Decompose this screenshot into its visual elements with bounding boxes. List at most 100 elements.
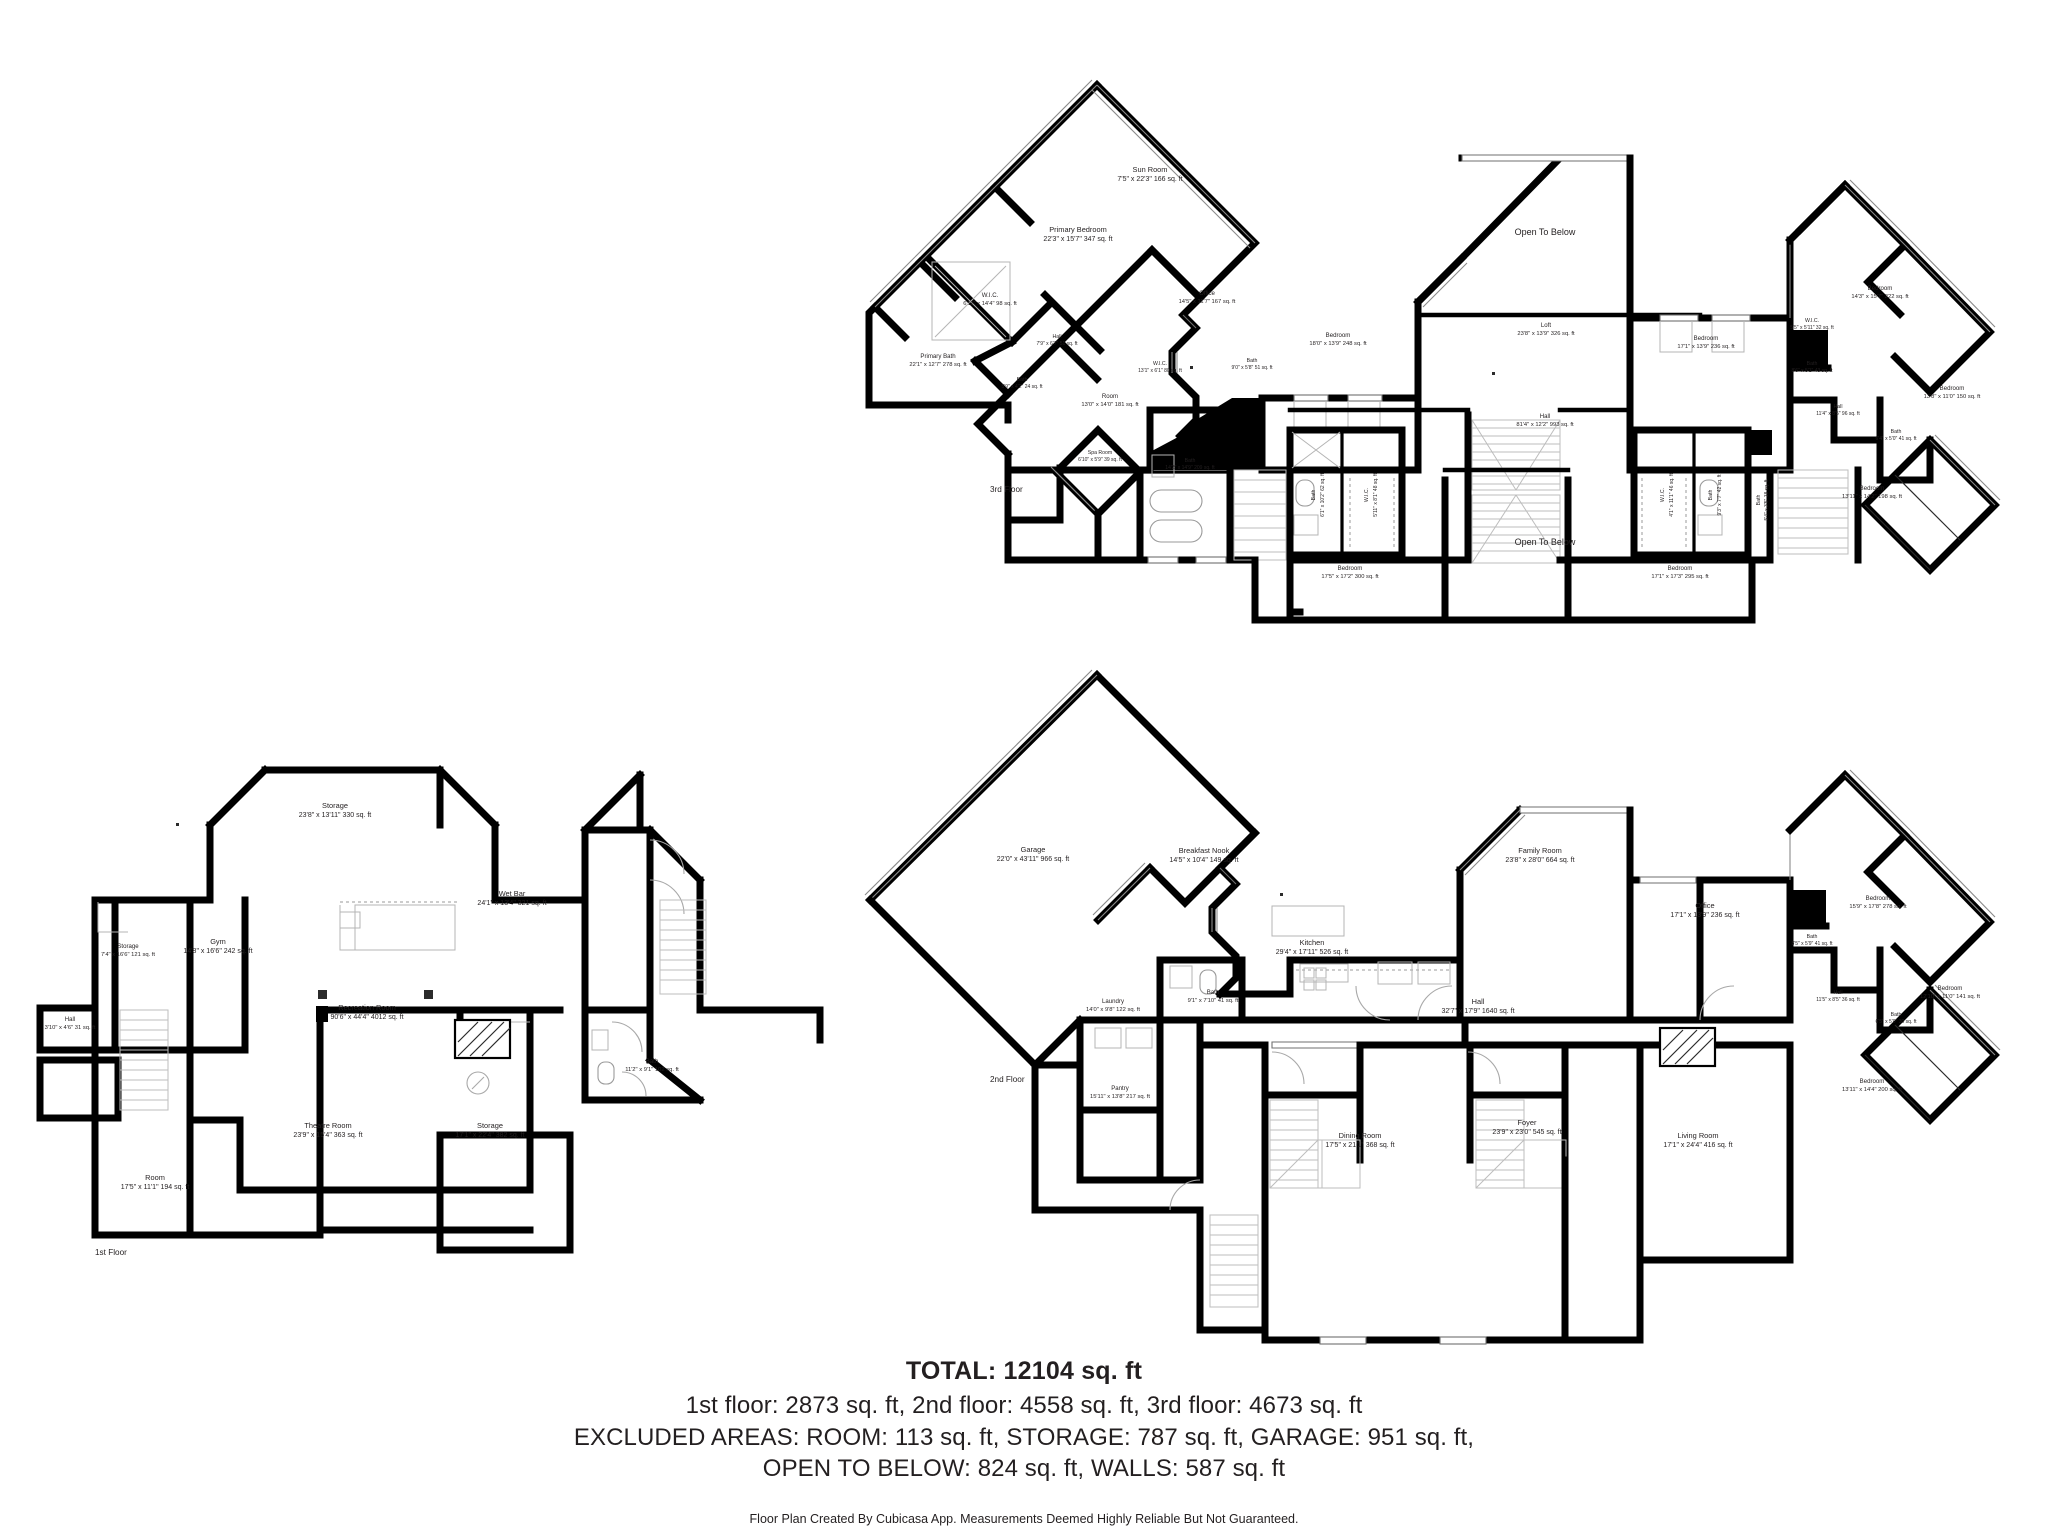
room-label-loft: Loft — [1541, 322, 1551, 329]
excluded-areas-line-1: EXCLUDED AREAS: ROOM: 113 sq. ft, STORAG… — [573, 1423, 1475, 1451]
room-dims-breakfast-nook: 14'5" x 10'4" 149 sq. ft — [1169, 857, 1238, 864]
room-dims-wic-primary: 6'11" x 14'4" 98 sq. ft — [963, 301, 1017, 307]
room-dims-spa-room: 6'10" x 5'9" 39 sq. ft — [1078, 457, 1122, 463]
room-label-foyer: Foyer — [1518, 1118, 1537, 1127]
room-label-bedroom-3f-f: Bedroom — [1338, 565, 1363, 572]
room-label-bath-1f: Bath — [646, 1058, 659, 1065]
room-label-primary-bedroom: Primary Bedroom — [1049, 225, 1107, 234]
room-label-bath-3f-c: Bath — [1891, 429, 1902, 435]
room-dims-bedroom-2f-a: 15'9" x 17'8" 278 sq. ft — [1849, 904, 1907, 910]
room-label-spa-room: Spa Room — [1088, 450, 1113, 456]
room-dims-wic-center-right: 4'1" x 11'1" 46 sq. ft — [1669, 473, 1675, 517]
open-to-below-upper: Open To Below — [1515, 227, 1576, 237]
room-label-wet-bar: Wet Bar — [499, 889, 526, 898]
total-area-label: TOTAL: 12104 sq. ft — [905, 1357, 1143, 1385]
second-floor-geometry — [864, 669, 2001, 1345]
room-dims-bedroom-2f-b: 12'10" x 11'0" 141 sq. ft — [1920, 994, 1980, 1000]
room-label-wic-center-right: W.I.C. — [1660, 488, 1666, 502]
room-label-bath-2f-a: Bath — [1207, 989, 1220, 996]
room-dims-wic-office: 13'1" x 6'1" 80 sq. ft — [1138, 368, 1182, 374]
room-dims-office-3f: 14'5" x 11'7" 167 sq. ft — [1179, 299, 1236, 305]
room-dims-storage-1f-a: 23'8" x 13'11" 330 sq. ft — [299, 812, 372, 819]
room-label-bath-bedroom-3f: Bath — [1247, 358, 1258, 364]
room-label-hall-primary: Hall — [1053, 334, 1062, 340]
room-dims-bath-primary-hall: 5'9" x 4'2" 24 sq. ft — [1001, 384, 1043, 390]
room-dims-loft: 23'8" x 13'9" 326 sq. ft — [1517, 331, 1575, 337]
room-dims-room-3f: 13'0" x 14'0" 181 sq. ft — [1081, 402, 1139, 408]
room-label-bedroom-3f-g: Bedroom — [1668, 565, 1693, 572]
room-dims-foyer: 23'9" x 23'0" 545 sq. ft — [1492, 1129, 1561, 1136]
third-floor-labels: Sun Room 7'5" x 22'3" 166 sq. ft Primary… — [909, 165, 1980, 580]
room-label-kitchen: Kitchen — [1300, 938, 1325, 947]
room-dims-bath-bedroom-3f: 9'0" x 5'8" 51 sq. ft — [1231, 365, 1273, 371]
plan-credit: Floor Plan Created By Cubicasa App. Meas… — [749, 1512, 1299, 1527]
room-label-bath-3f-b: Bath — [1807, 361, 1818, 367]
room-dims-hall-3f-main: 81'4" x 12'2" 993 sq. ft — [1516, 422, 1574, 428]
room-label-hall-2f: Hall — [1472, 997, 1485, 1006]
room-label-wic-office: W.I.C. — [1153, 361, 1167, 367]
room-dims-hall-primary: 7'9" x 6'7" 51 sq. ft — [1036, 341, 1078, 347]
room-dims-recreation-room: 90'6" x 44'4" 4012 sq. ft — [330, 1014, 403, 1021]
room-label-room-3f: Room — [1102, 393, 1118, 400]
room-dims-hall-1f: 3'10" x 4'6" 31 sq. ft — [45, 1025, 96, 1031]
room-dims-bedroom-3f-e: 13'11" x 14'2" 198 sq. ft — [1842, 494, 1902, 500]
room-dims-bath-center-right: 9'3" x 7'7" 42 sq. ft — [1717, 474, 1723, 516]
floor-tag-2nd: 2nd Floor — [990, 1075, 1025, 1084]
room-dims-laundry: 14'0" x 9'8" 122 sq. ft — [1086, 1007, 1140, 1013]
first-floor-labels: Storage 23'8" x 13'11" 330 sq. ft Wet Ba… — [45, 801, 680, 1257]
room-label-office-2f: Office — [1695, 901, 1714, 910]
room-dims-hall-2f: 32'7" x 17'9" 1640 sq. ft — [1441, 1008, 1514, 1015]
room-label-hall-2f-right: Hall — [1834, 990, 1843, 996]
room-label-dining-room: Dining Room — [1339, 1131, 1382, 1140]
room-dims-office-2f: 17'1" x 13'9" 236 sq. ft — [1670, 912, 1739, 919]
room-dims-gym: 14'8" x 16'6" 242 sq. ft — [183, 948, 252, 955]
room-label-storage-1f-c: Storage — [477, 1121, 503, 1130]
room-label-bath-small-3f: Bath — [1756, 495, 1762, 506]
room-label-bedroom-3f-b: Bedroom — [1694, 335, 1719, 342]
room-label-living-room: Living Room — [1677, 1131, 1718, 1140]
room-dims-pantry: 15'11" x 13'8" 217 sq. ft — [1090, 1094, 1150, 1100]
room-label-bedroom-2f-b: Bedroom — [1938, 985, 1963, 992]
room-dims-family-room: 23'8" x 28'0" 664 sq. ft — [1505, 857, 1574, 864]
room-dims-wic-3f-b: 5'5" x 5'11" 32 sq. ft — [1790, 325, 1834, 331]
room-label-breakfast-nook: Breakfast Nook — [1179, 846, 1230, 855]
room-label-bedroom-3f-d: Bedroom — [1940, 385, 1965, 392]
first-floor-geometry — [36, 765, 824, 1254]
room-label-wic-primary: W.I.C. — [982, 292, 999, 299]
room-dims-dining-room: 17'5" x 21'1" 368 sq. ft — [1325, 1142, 1394, 1149]
room-dims-primary-bedroom: 22'3" x 15'7" 347 sq. ft — [1043, 236, 1112, 243]
room-label-bath-center-right: Bath — [1708, 490, 1714, 501]
floors-area-line: 1st floor: 2873 sq. ft, 2nd floor: 4558 … — [685, 1392, 1363, 1419]
room-label-bath-2f-b: Bath — [1807, 934, 1818, 940]
third-floor-geometry — [865, 79, 2001, 624]
room-dims-storage-1f-c: 17'1" x 22'4" 382 sq. ft — [455, 1132, 524, 1139]
room-label-wic-center: W.I.C. — [1364, 488, 1370, 502]
room-label-theatre-room: Theatre Room — [304, 1121, 351, 1130]
room-dims-primary-bath: 22'1" x 12'7" 278 sq. ft — [909, 362, 967, 368]
room-label-hall-3f-main: Hall — [1540, 413, 1551, 420]
room-label-bedroom-3f-e: Bedroom — [1860, 485, 1885, 492]
room-label-gym: Gym — [210, 937, 226, 946]
room-dims-bedroom-3f-g: 17'1" x 17'3" 295 sq. ft — [1651, 574, 1709, 580]
room-label-room-1f: Room — [145, 1173, 165, 1182]
room-dims-hall-2f-right: 11'5" x 8'5" 36 sq. ft — [1816, 997, 1860, 1003]
excluded-areas-line-2: OPEN TO BELOW: 824 sq. ft, WALLS: 587 sq… — [762, 1455, 1286, 1483]
room-dims-kitchen: 29'4" x 17'11" 526 sq. ft — [1276, 949, 1349, 956]
room-label-bedroom-3f-c: Bedroom — [1868, 285, 1893, 292]
room-dims-bath-2f-c: 6'5" x 5'0" 30 sq. ft — [1875, 1019, 1917, 1025]
room-label-bath-primary-hall: Bath — [1017, 377, 1028, 383]
room-dims-living-room: 17'1" x 24'4" 416 sq. ft — [1663, 1142, 1732, 1149]
room-dims-room-1f: 17'5" x 11'1" 194 sq. ft — [121, 1184, 190, 1191]
floor-tag-1st: 1st Floor — [95, 1248, 127, 1257]
room-label-primary-bath: Primary Bath — [920, 353, 955, 360]
room-label-bath-spa: Bath — [1185, 458, 1196, 464]
room-dims-bedroom-3f-a: 18'0" x 13'9" 248 sq. ft — [1309, 341, 1367, 347]
room-dims-bath-spa: 14'2" x 14'9" 209 sq. ft — [1165, 465, 1215, 471]
room-label-office-3f: Office — [1199, 290, 1215, 297]
room-label-sun-room: Sun Room — [1133, 165, 1168, 174]
room-dims-bedroom-3f-b: 17'1" x 13'9" 236 sq. ft — [1677, 344, 1735, 350]
room-dims-wet-bar: 24'1" x 13'4" 321 sq. ft — [477, 900, 546, 907]
room-label-bath-2f-c: Bath — [1891, 1012, 1902, 1018]
area-summary: TOTAL: 12104 sq. ft 1st floor: 2873 sq. … — [0, 1355, 2048, 1540]
